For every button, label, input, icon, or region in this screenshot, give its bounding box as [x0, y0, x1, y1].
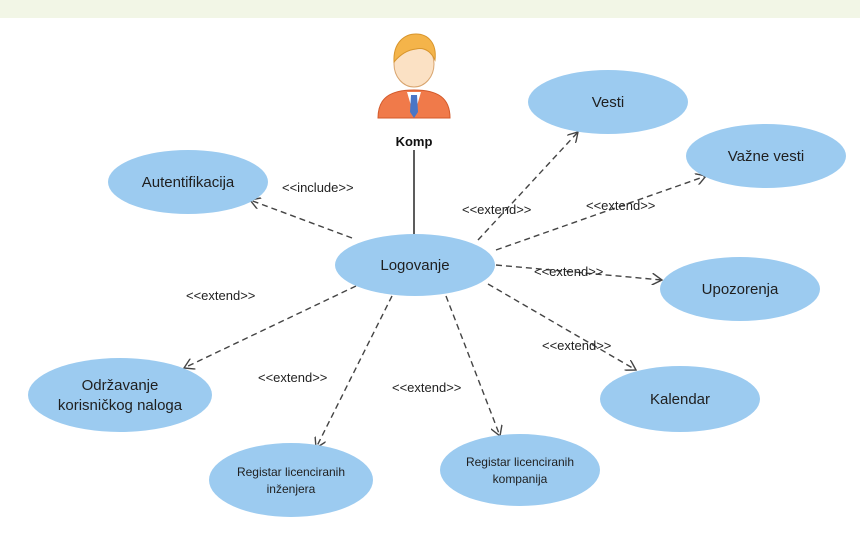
- extend-arrow-vazne-vesti: [495, 176, 706, 251]
- top-band: [0, 0, 860, 18]
- use-case-label-line-1: Registar licenciranih: [237, 465, 345, 479]
- use-case-kalendar[interactable]: Kalendar: [600, 366, 760, 432]
- use-case-label: Upozorenja: [702, 281, 779, 298]
- use-case-label: Važne vesti: [728, 148, 804, 165]
- include-arrow-autentifikacija: [250, 200, 353, 239]
- label-include: <<include>>: [282, 180, 354, 195]
- label-extend-upozorenja: <<extend>>: [534, 264, 603, 279]
- label-extend-kalendar: <<extend>>: [542, 338, 611, 353]
- extend-arrow-registar-kompanija: [445, 295, 500, 436]
- use-case-label-line-2: kompanija: [493, 472, 548, 486]
- label-extend-registar-kompanija: <<extend>>: [392, 380, 461, 395]
- use-case-label: Vesti: [592, 94, 625, 111]
- use-case-label-line-2: inženjera: [267, 482, 316, 496]
- use-case-odrzavanje-naloga[interactable]: Održavanje korisničkog naloga: [28, 358, 212, 432]
- use-case-upozorenja[interactable]: Upozorenja: [660, 257, 820, 321]
- use-case-label-line-2: korisničkog naloga: [58, 397, 183, 414]
- extend-arrow-vesti: [477, 132, 578, 241]
- use-case-registar-inzenjera[interactable]: Registar licenciranih inženjera: [209, 443, 373, 517]
- use-case-label-line-1: Održavanje: [82, 377, 159, 394]
- extend-arrow-odrzavanje: [184, 285, 357, 368]
- label-extend-registar-inzenjera: <<extend>>: [258, 370, 327, 385]
- use-case-logovanje[interactable]: Logovanje: [335, 234, 495, 296]
- use-case-label: Kalendar: [650, 391, 710, 408]
- use-case-label-line-1: Registar licenciranih: [466, 455, 574, 469]
- use-case-autentifikacija[interactable]: Autentifikacija: [108, 150, 268, 214]
- user-icon: [377, 33, 451, 119]
- label-extend-vazne: <<extend>>: [586, 198, 655, 213]
- use-case-label: Logovanje: [380, 257, 449, 274]
- extend-arrow-upozorenja: [495, 264, 662, 280]
- extend-arrow-kalendar: [487, 283, 636, 370]
- use-case-vesti[interactable]: Vesti: [528, 70, 688, 134]
- actor-name: Komp: [396, 134, 433, 149]
- use-case-registar-kompanija[interactable]: Registar licenciranih kompanija: [440, 434, 600, 506]
- label-extend-vesti: <<extend>>: [462, 202, 531, 217]
- label-extend-odrzavanje: <<extend>>: [186, 288, 255, 303]
- use-case-vazne-vesti[interactable]: Važne vesti: [686, 124, 846, 188]
- extend-arrow-registar-inzenjera: [316, 295, 393, 448]
- use-case-label: Autentifikacija: [142, 174, 235, 191]
